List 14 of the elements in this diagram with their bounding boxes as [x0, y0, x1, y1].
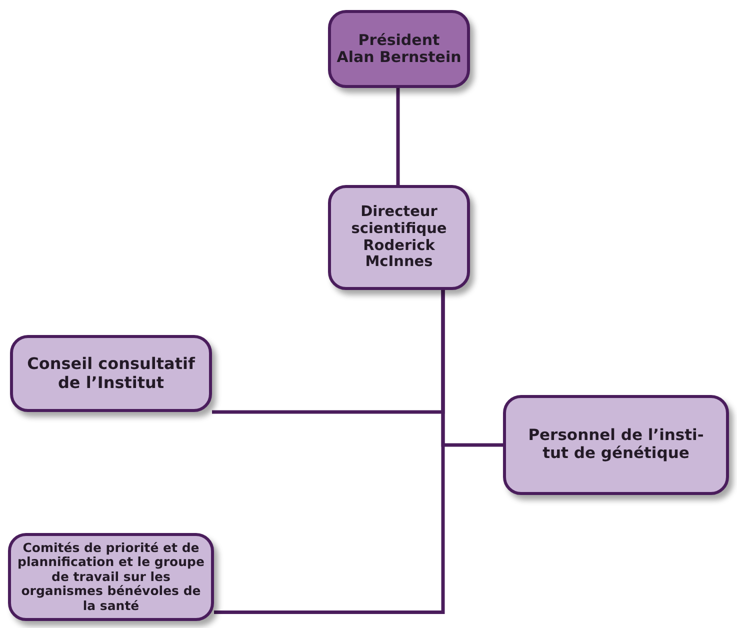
box-label: Roderick McInnes — [362, 238, 436, 271]
connector-line — [396, 88, 400, 185]
box-label: Directeur scientifique — [350, 204, 448, 238]
org-box — [328, 10, 470, 88]
connector-line — [214, 290, 445, 614]
box-label: Comités de priorité et de plannification et le groupe de travail sur les organismes bénévoles de la santé — [16, 541, 206, 613]
org-box — [503, 395, 729, 495]
org-box — [8, 533, 214, 621]
box-label: Conseil consultatif de l’Institut — [26, 355, 196, 392]
box-label: Personnel de l’insti- tut de génétique — [527, 427, 705, 463]
box-label: Alan Bernstein — [336, 49, 462, 66]
org-box — [10, 335, 212, 412]
box-label: Président — [358, 32, 440, 49]
org-box — [328, 185, 470, 290]
